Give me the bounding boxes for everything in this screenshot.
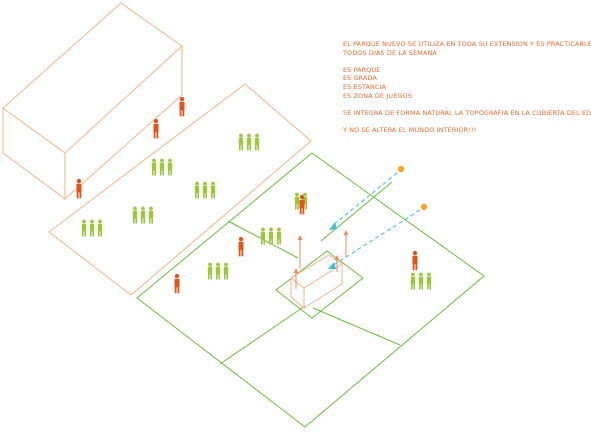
person-icon <box>174 273 180 294</box>
park-path-se <box>312 307 401 346</box>
up-arrow-icon <box>343 230 349 257</box>
person-icon <box>133 207 153 224</box>
person-icon <box>412 250 418 271</box>
uses-list: ES PARQUE ES GRADA ES ESTANCIA ES ZONA D… <box>343 66 583 100</box>
building-left-face <box>2 108 66 200</box>
people-groups <box>82 134 431 290</box>
park-path-ne <box>320 181 393 242</box>
person-icon <box>238 236 244 257</box>
person-icon <box>179 96 185 117</box>
integration-line: SE INTEGRA DE FORMA NATURAL LA TOPOGRAFI… <box>343 108 591 117</box>
person-icon <box>152 159 172 176</box>
light-ray-icon <box>331 209 421 267</box>
volume-left <box>290 278 305 310</box>
person-icon <box>195 182 215 199</box>
light-ray-icon <box>331 172 398 227</box>
up-arrow-icon <box>293 268 299 289</box>
interior-line: Y NO SE ALTERA EL MUNDO INTERIOR!!! <box>343 125 477 134</box>
ventilation-arrows <box>293 230 349 289</box>
intro-line-2: TODOS DIAS DE LA SEMANA <box>343 48 437 57</box>
building-right-face <box>64 46 183 200</box>
person-icon <box>208 263 228 280</box>
use-playground: ES ZONA DE JUEGOS <box>343 91 412 100</box>
person-icon <box>261 228 281 245</box>
intro-line-1: EL PARQUE NUEVO SE UTILIZA EN TODA SU EX… <box>343 40 591 48</box>
person-icon <box>153 118 159 139</box>
park-path-nw <box>227 220 299 259</box>
use-stand: ES GRADA <box>343 74 378 83</box>
annotation-block: EL PARQUE NUEVO SE UTILIZA EN TODA SU EX… <box>343 40 591 143</box>
park-ground <box>136 152 485 428</box>
person-icon <box>299 194 305 215</box>
sunlight <box>328 165 428 269</box>
volume-right <box>303 264 343 309</box>
integrated-building <box>275 250 364 319</box>
integration-note: SE INTEGRA DE FORMA NATURAL LA TOPOGRAFI… <box>343 108 591 118</box>
plaza-platform <box>48 83 312 296</box>
use-park: ES PARQUE <box>343 65 381 74</box>
sun-icon <box>420 203 428 211</box>
use-lounge: ES ESTANCIA <box>343 82 387 91</box>
person-icon <box>411 273 431 290</box>
person-icon <box>239 134 259 151</box>
sun-icon <box>397 165 405 173</box>
volume-top <box>290 254 343 289</box>
roof-terrain-patch <box>275 250 364 319</box>
up-arrow-icon <box>297 235 303 268</box>
intro-note: EL PARQUE NUEVO SE UTILIZA EN TODA SU EX… <box>343 40 591 57</box>
person-icon <box>82 220 102 237</box>
park-outline <box>136 152 485 428</box>
person-icon <box>76 178 82 199</box>
buried-volume <box>290 254 343 310</box>
interior-note: Y NO SE ALTERA EL MUNDO INTERIOR!!! <box>343 126 583 135</box>
up-arrow-icon <box>334 255 340 272</box>
existing-building <box>2 2 183 200</box>
park-path-sw <box>219 305 306 365</box>
